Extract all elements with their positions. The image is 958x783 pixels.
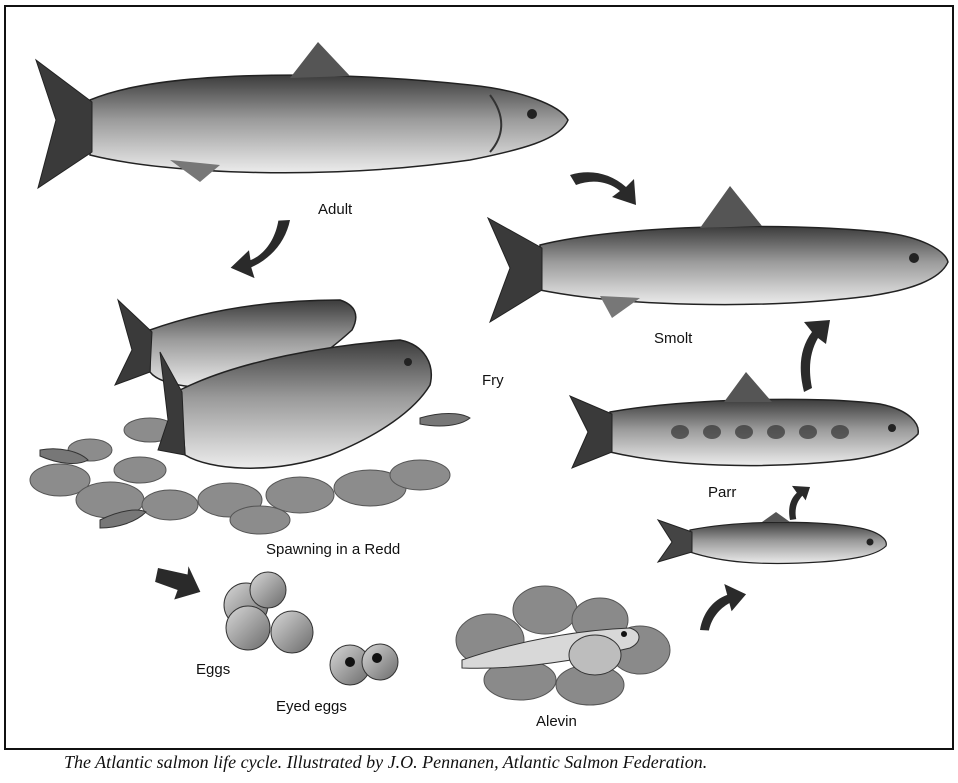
label-eyed-eggs: Eyed eggs	[276, 698, 347, 715]
label-fry: Fry	[482, 372, 504, 389]
adult-fish	[36, 42, 568, 188]
label-parr: Parr	[708, 484, 736, 501]
arrow-alevin-to-fry	[697, 582, 746, 641]
label-smolt: Smolt	[654, 330, 692, 347]
eggs	[224, 572, 313, 653]
figure-caption: The Atlantic salmon life cycle. Illustra…	[64, 752, 707, 773]
arrow-adult-to-spawning	[231, 206, 293, 283]
arrow-fry-to-parr	[786, 484, 810, 523]
fry-fish	[658, 512, 886, 564]
arrow-parr-to-smolt	[801, 320, 830, 392]
label-eggs: Eggs	[196, 661, 230, 678]
label-alevin: Alevin	[536, 713, 577, 730]
label-spawning: Spawning in a Redd	[266, 541, 400, 558]
alevin	[456, 586, 670, 705]
parr-fish	[570, 372, 918, 468]
eyed-eggs	[330, 644, 398, 685]
spawning-fish	[30, 300, 470, 534]
label-adult: Adult	[318, 201, 352, 218]
smolt-fish	[488, 186, 948, 322]
arrow-smolt-to-adult	[570, 172, 636, 205]
arrow-spawning-to-eggs	[150, 557, 207, 607]
